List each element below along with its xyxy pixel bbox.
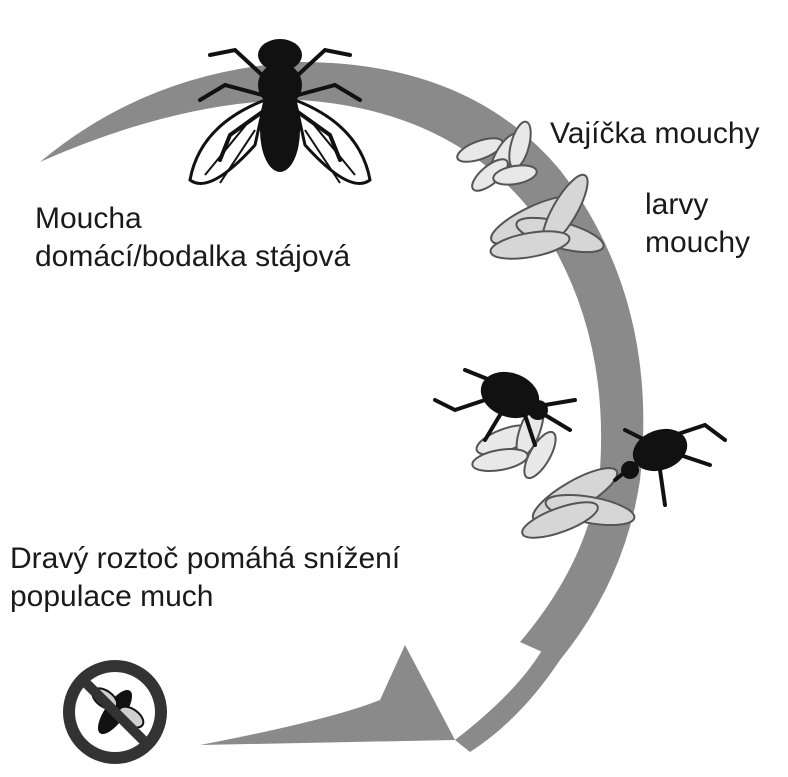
larvae-label-line1: larvy — [645, 186, 750, 224]
house-fly-icon — [190, 39, 370, 183]
cycle-arrowhead — [200, 645, 455, 745]
no-fly-icon — [63, 660, 167, 764]
adult-fly-label-line1: Moucha — [35, 200, 350, 238]
adult-fly-label-line2: domácí/bodalka stájová — [35, 238, 350, 276]
adult-fly-label: Moucha domácí/bodalka stájová — [35, 200, 350, 276]
predatory-mite-label-line1: Dravý roztoč pomáhá snížení — [10, 540, 400, 578]
predatory-mite-label-line2: populace much — [10, 578, 400, 616]
larvae-label: larvy mouchy — [645, 186, 750, 262]
predatory-mite-icon — [435, 364, 575, 482]
predatory-mite-label: Dravý roztoč pomáhá snížení populace muc… — [10, 540, 400, 616]
larvae-label-line2: mouchy — [645, 224, 750, 262]
cycle-arrow-tail — [455, 645, 560, 752]
eggs-label: Vajíčka mouchy — [550, 115, 760, 153]
